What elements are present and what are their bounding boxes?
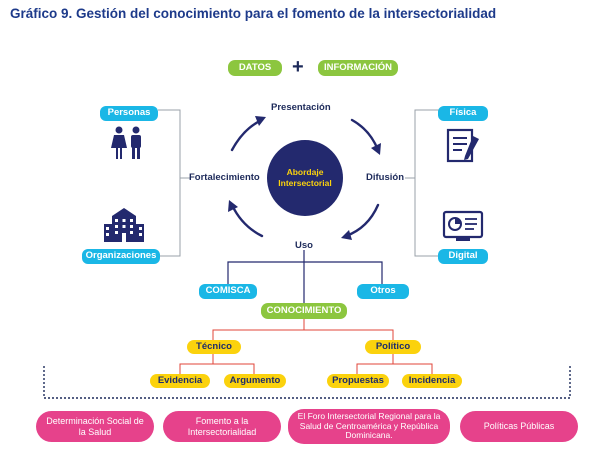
otros-pill: Otros (357, 284, 409, 299)
digital-pill: Digital (438, 249, 488, 264)
center-circle: Abordaje Intersectorial (267, 140, 343, 216)
argumento-pill: Argumento (224, 374, 286, 388)
presentacion-label: Presentación (271, 102, 331, 113)
chart-title: Gráfico 9. Gestión del conocimiento para… (10, 6, 497, 21)
propuestas-pill: Propuestas (327, 374, 389, 388)
difusion-label: Difusión (366, 172, 404, 183)
uso-label: Uso (295, 240, 313, 251)
plus-sign: + (292, 56, 304, 78)
politico-pill: Político (365, 340, 421, 354)
comisca-pill: COMISCA (199, 284, 257, 299)
conocimiento-pill: CONOCIMIENTO (261, 303, 347, 319)
fortalecimiento-label: Fortalecimiento (189, 172, 260, 183)
bottom-pill-fomento: Fomento a la Intersectorialidad (163, 411, 281, 442)
personas-pill: Personas (100, 106, 158, 121)
incidencia-pill: Incidencia (402, 374, 462, 388)
organizaciones-pill: Organizaciones (82, 249, 160, 264)
people-icon (111, 126, 141, 159)
bottom-pill-determinacion: Determinación Social de la Salud (36, 411, 154, 442)
bottom-pill-politicas: Políticas Públicas (460, 411, 578, 442)
bottom-pill-foro: El Foro Intersectorial Regional para la … (288, 409, 450, 444)
tecnico-pill: Técnico (187, 340, 241, 354)
fisica-pill: Física (438, 106, 488, 121)
document-icon (446, 128, 479, 163)
datos-pill: DATOS (228, 60, 282, 76)
monitor-icon (442, 210, 484, 241)
building-icon (104, 208, 144, 242)
informacion-pill: INFORMACIÓN (318, 60, 398, 76)
evidencia-pill: Evidencia (150, 374, 210, 388)
